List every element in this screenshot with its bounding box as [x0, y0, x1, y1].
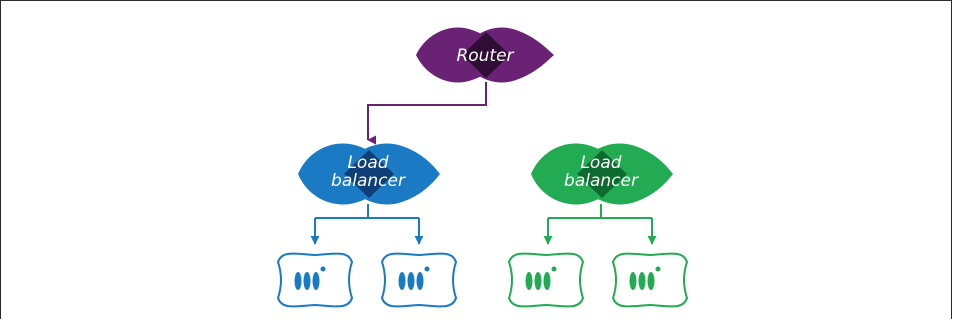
- balancer-2-overlap: [577, 150, 627, 198]
- balancer-2-label-line1: Load: [580, 153, 621, 173]
- load-balancer-node-1: Load balancer: [298, 143, 440, 205]
- balancer-2-to-servers-connector: [547, 204, 653, 243]
- balancer-1-label-line1: Load: [347, 153, 388, 173]
- server-2-green: [611, 252, 689, 308]
- balancer-2-label-line2: balancer: [564, 171, 639, 191]
- load-balancer-node-2: Load balancer: [531, 143, 673, 205]
- server-2-blue: [380, 252, 458, 308]
- balancer-1-label-line2: balancer: [331, 171, 406, 191]
- router-label: Router: [456, 46, 514, 66]
- router-overlap: [462, 32, 510, 78]
- server-1-blue: [276, 252, 354, 308]
- balancer-1-overlap: [344, 150, 394, 198]
- router-node: Router: [416, 27, 554, 83]
- router-to-balancer-connector: [367, 82, 487, 145]
- balancer-1-to-servers-connector: [314, 204, 420, 243]
- server-1-green: [507, 252, 585, 308]
